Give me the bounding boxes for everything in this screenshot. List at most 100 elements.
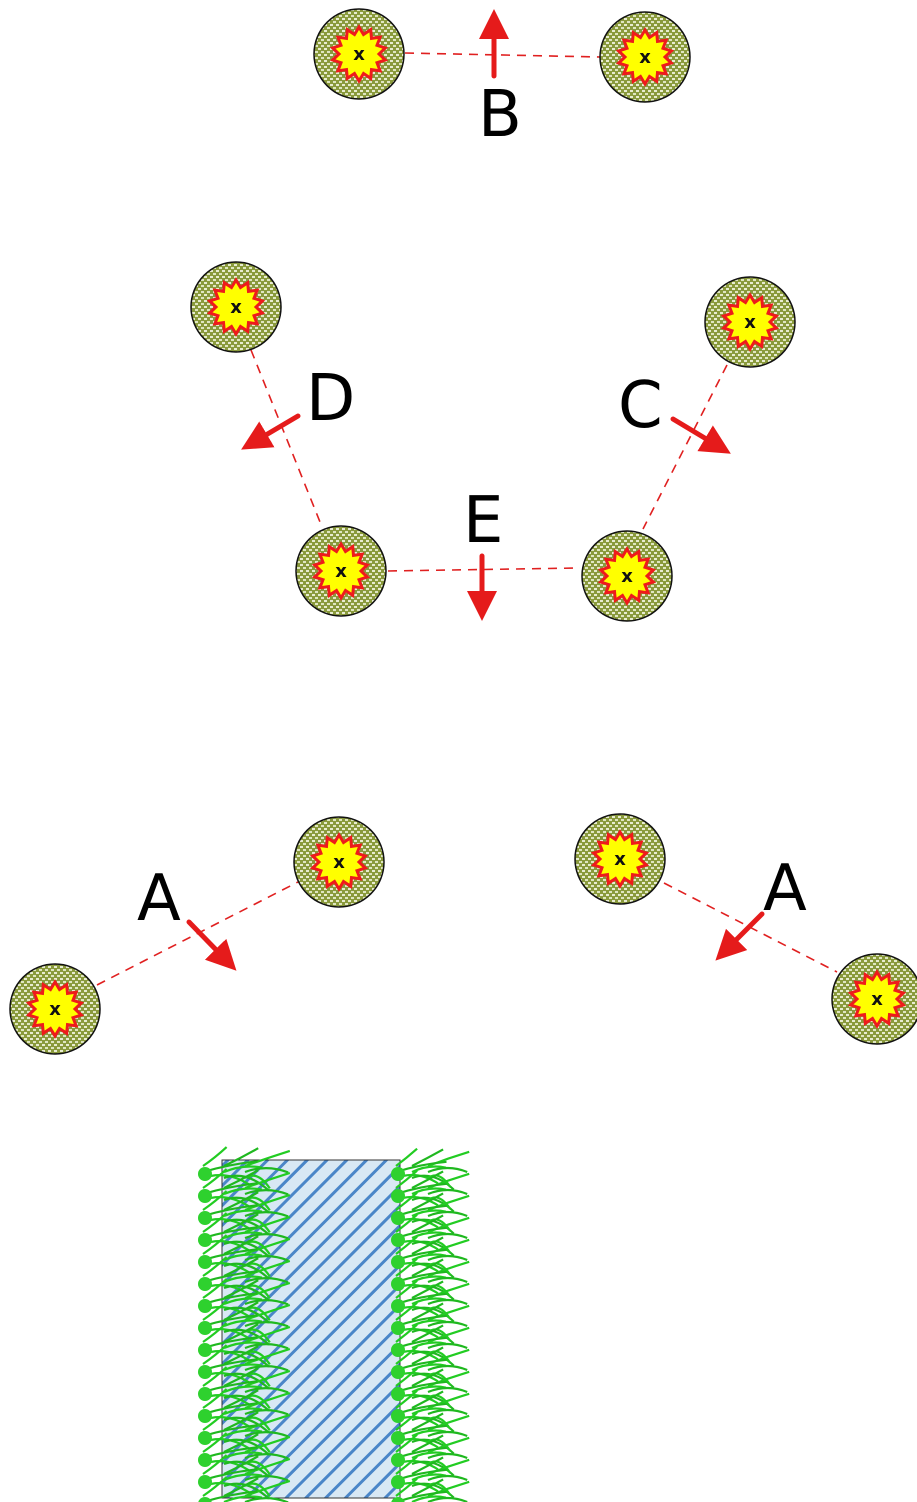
target-node-icon: x — [313, 8, 405, 100]
node-label: x — [621, 566, 633, 587]
grass-tuft — [391, 1299, 405, 1313]
letter-b: B — [478, 78, 522, 152]
grass-blade — [223, 1209, 263, 1218]
grass-blade — [244, 1321, 289, 1328]
grass-blade — [202, 1322, 228, 1343]
grass-blade — [244, 1387, 289, 1394]
grass-blade — [427, 1166, 468, 1174]
grass-blade — [244, 1215, 291, 1234]
grass-blade — [244, 1347, 291, 1366]
grass-blade — [223, 1147, 259, 1167]
arrow-a-left-icon — [186, 919, 237, 971]
connector-b — [404, 52, 601, 58]
grass-tuft — [198, 1233, 212, 1247]
grass-blade — [202, 1256, 228, 1277]
grass-blade — [427, 1320, 468, 1328]
grass-tuft — [198, 1299, 212, 1313]
letter-a-right: A — [763, 852, 807, 926]
burst-icon — [311, 541, 371, 601]
grass-blade — [202, 1300, 228, 1321]
grass-blade — [427, 1416, 452, 1430]
grass-blade — [223, 1341, 263, 1350]
burst-icon — [309, 832, 369, 892]
grass-blade — [395, 1411, 418, 1431]
grass-tuft — [198, 1409, 212, 1423]
grass-blade — [395, 1367, 418, 1387]
grass-blade — [244, 1457, 291, 1476]
node-label: x — [639, 47, 651, 68]
grass-blade — [244, 1281, 291, 1300]
grass-blade — [244, 1413, 291, 1432]
grass-blade — [244, 1409, 289, 1416]
grass-blade — [223, 1367, 259, 1387]
grass-blade — [223, 1455, 259, 1475]
letter-d: D — [306, 362, 355, 436]
burst-icon — [847, 969, 907, 1029]
grass-blade — [202, 1190, 228, 1211]
grass-blade — [427, 1460, 452, 1474]
target-node-icon: x — [599, 11, 691, 103]
grass-tuft — [198, 1453, 212, 1467]
grass-blade — [395, 1323, 418, 1343]
grass-blade — [427, 1196, 452, 1210]
grass-blade — [427, 1496, 468, 1502]
grass-tuft — [391, 1497, 405, 1502]
grass-blade — [395, 1213, 418, 1233]
grass-blade — [395, 1279, 418, 1299]
grass-tuft — [391, 1453, 405, 1467]
grass-blade — [395, 1345, 418, 1365]
burst-icon — [206, 277, 266, 337]
grass-blade — [395, 1301, 418, 1321]
grass-blade — [223, 1495, 263, 1502]
grass-tuft — [198, 1189, 212, 1203]
grass-blade — [427, 1284, 452, 1298]
grass-tuft — [198, 1211, 212, 1225]
grass-blade — [244, 1303, 291, 1322]
grass-blade — [411, 1214, 444, 1233]
grass-blade — [223, 1169, 259, 1189]
grass-blade — [244, 1255, 289, 1262]
grass-blade — [427, 1394, 452, 1408]
grass-blade — [223, 1407, 263, 1416]
burst-icon — [615, 27, 675, 87]
grass-blade — [244, 1189, 289, 1196]
grass-blade — [411, 1192, 444, 1211]
grass-blade — [202, 1344, 228, 1365]
grass-blade — [395, 1389, 418, 1409]
grass-blade — [244, 1211, 289, 1218]
grass-tuft — [391, 1167, 405, 1181]
grass-tuft — [198, 1321, 212, 1335]
arrow-a-right-icon — [715, 911, 765, 961]
grass-blade — [223, 1385, 263, 1394]
node-label: x — [744, 312, 756, 333]
grass-blade — [244, 1369, 291, 1388]
grass-blade — [223, 1473, 263, 1482]
grass-blade — [411, 1412, 444, 1431]
grass-blade — [411, 1456, 444, 1475]
letter-c: C — [618, 369, 663, 443]
grass-blade — [223, 1165, 263, 1174]
grass-tuft — [198, 1277, 212, 1291]
grass-blade — [427, 1474, 468, 1482]
grass-blade — [411, 1324, 444, 1343]
grass-tuft — [391, 1277, 405, 1291]
grass-blade — [202, 1366, 228, 1387]
grass-blade — [223, 1297, 263, 1306]
grass-blade — [411, 1236, 444, 1255]
grass-tuft — [391, 1365, 405, 1379]
burst-icon — [590, 829, 650, 889]
grass-blade — [202, 1410, 228, 1431]
grass-blade — [244, 1431, 289, 1438]
burst-icon — [720, 292, 780, 352]
grass-blade — [411, 1148, 444, 1167]
grass-blade — [427, 1306, 452, 1320]
grass-blade — [223, 1477, 259, 1497]
grass-blade — [244, 1171, 291, 1190]
grass-tuft — [391, 1343, 405, 1357]
grass-blade — [244, 1365, 289, 1372]
burst-icon — [597, 546, 657, 606]
target-node-icon: x — [190, 261, 282, 353]
node-label: x — [335, 561, 347, 582]
grass-blade — [427, 1254, 468, 1262]
arrow-d-icon — [241, 413, 301, 450]
